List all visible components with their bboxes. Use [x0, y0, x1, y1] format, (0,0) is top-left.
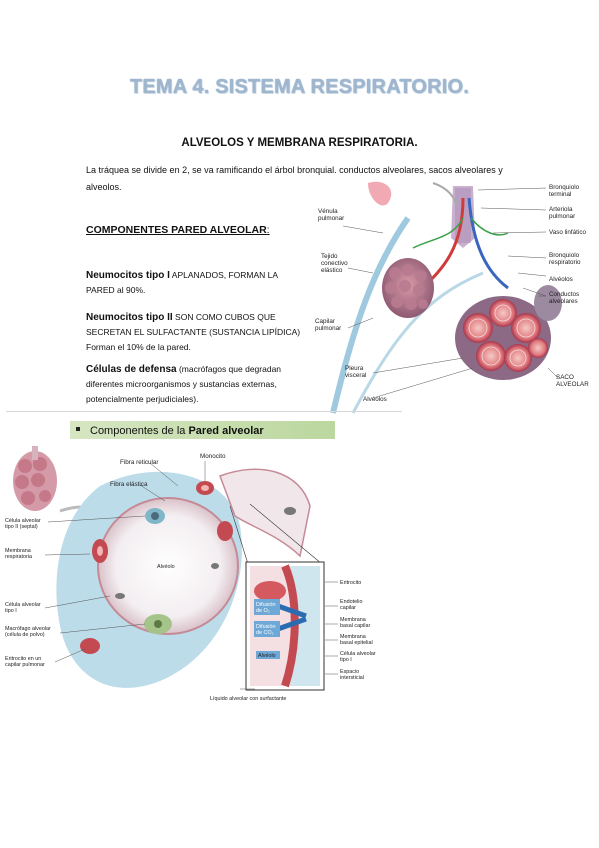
paragraph-celulas-defensa: Células de defensa (macrófagos que degra…: [86, 364, 282, 404]
label-macrofago: Macrófago alveolar(célula de polvo): [5, 626, 51, 638]
section-divider: [6, 411, 402, 412]
paragraph-neumocitos-1: Neumocitos tipo I APLANADOS, FORMAN LA P…: [86, 270, 278, 295]
label-eritrocito: Eritrocito: [340, 580, 361, 586]
label-alveolos-right: Alvéolos: [549, 276, 573, 283]
bullet-square-icon: [76, 427, 80, 431]
section-subtitle: ALVEOLOS Y MEMBRANA RESPIRATORIA.: [181, 137, 418, 149]
intro-paragraph: La tráquea se divide en 2, se va ramific…: [86, 165, 503, 192]
label-vaso-linfatico: Vaso linfático: [549, 229, 586, 236]
components-heading: COMPONENTES PARED ALVEOLAR:: [86, 224, 270, 236]
label-alveolo-inset: Alvéolo: [258, 653, 276, 659]
label-monocito: Monocito: [200, 453, 226, 460]
label-fibra-reticular: Fibra reticular: [120, 459, 159, 466]
label-alveolos-bottom: Alvéolos: [363, 396, 387, 403]
label-fibra-elastica: Fibra elástica: [110, 481, 148, 488]
label-alveolo-center: Alvéolo: [157, 564, 175, 570]
figure2-header: Componentes de la Pared alveolar: [90, 425, 264, 437]
page-title: TEMA 4. SISTEMA RESPIRATORIO.: [129, 76, 470, 98]
alveolar-wall-illustration: Componentes de la Pared alveolar: [5, 421, 376, 702]
paragraph-neumocitos-2: Neumocitos tipo II SON COMO CUBOS QUE SE…: [86, 312, 301, 352]
label-liquido-alveolar: Líquido alveolar con surfactante: [210, 696, 286, 702]
